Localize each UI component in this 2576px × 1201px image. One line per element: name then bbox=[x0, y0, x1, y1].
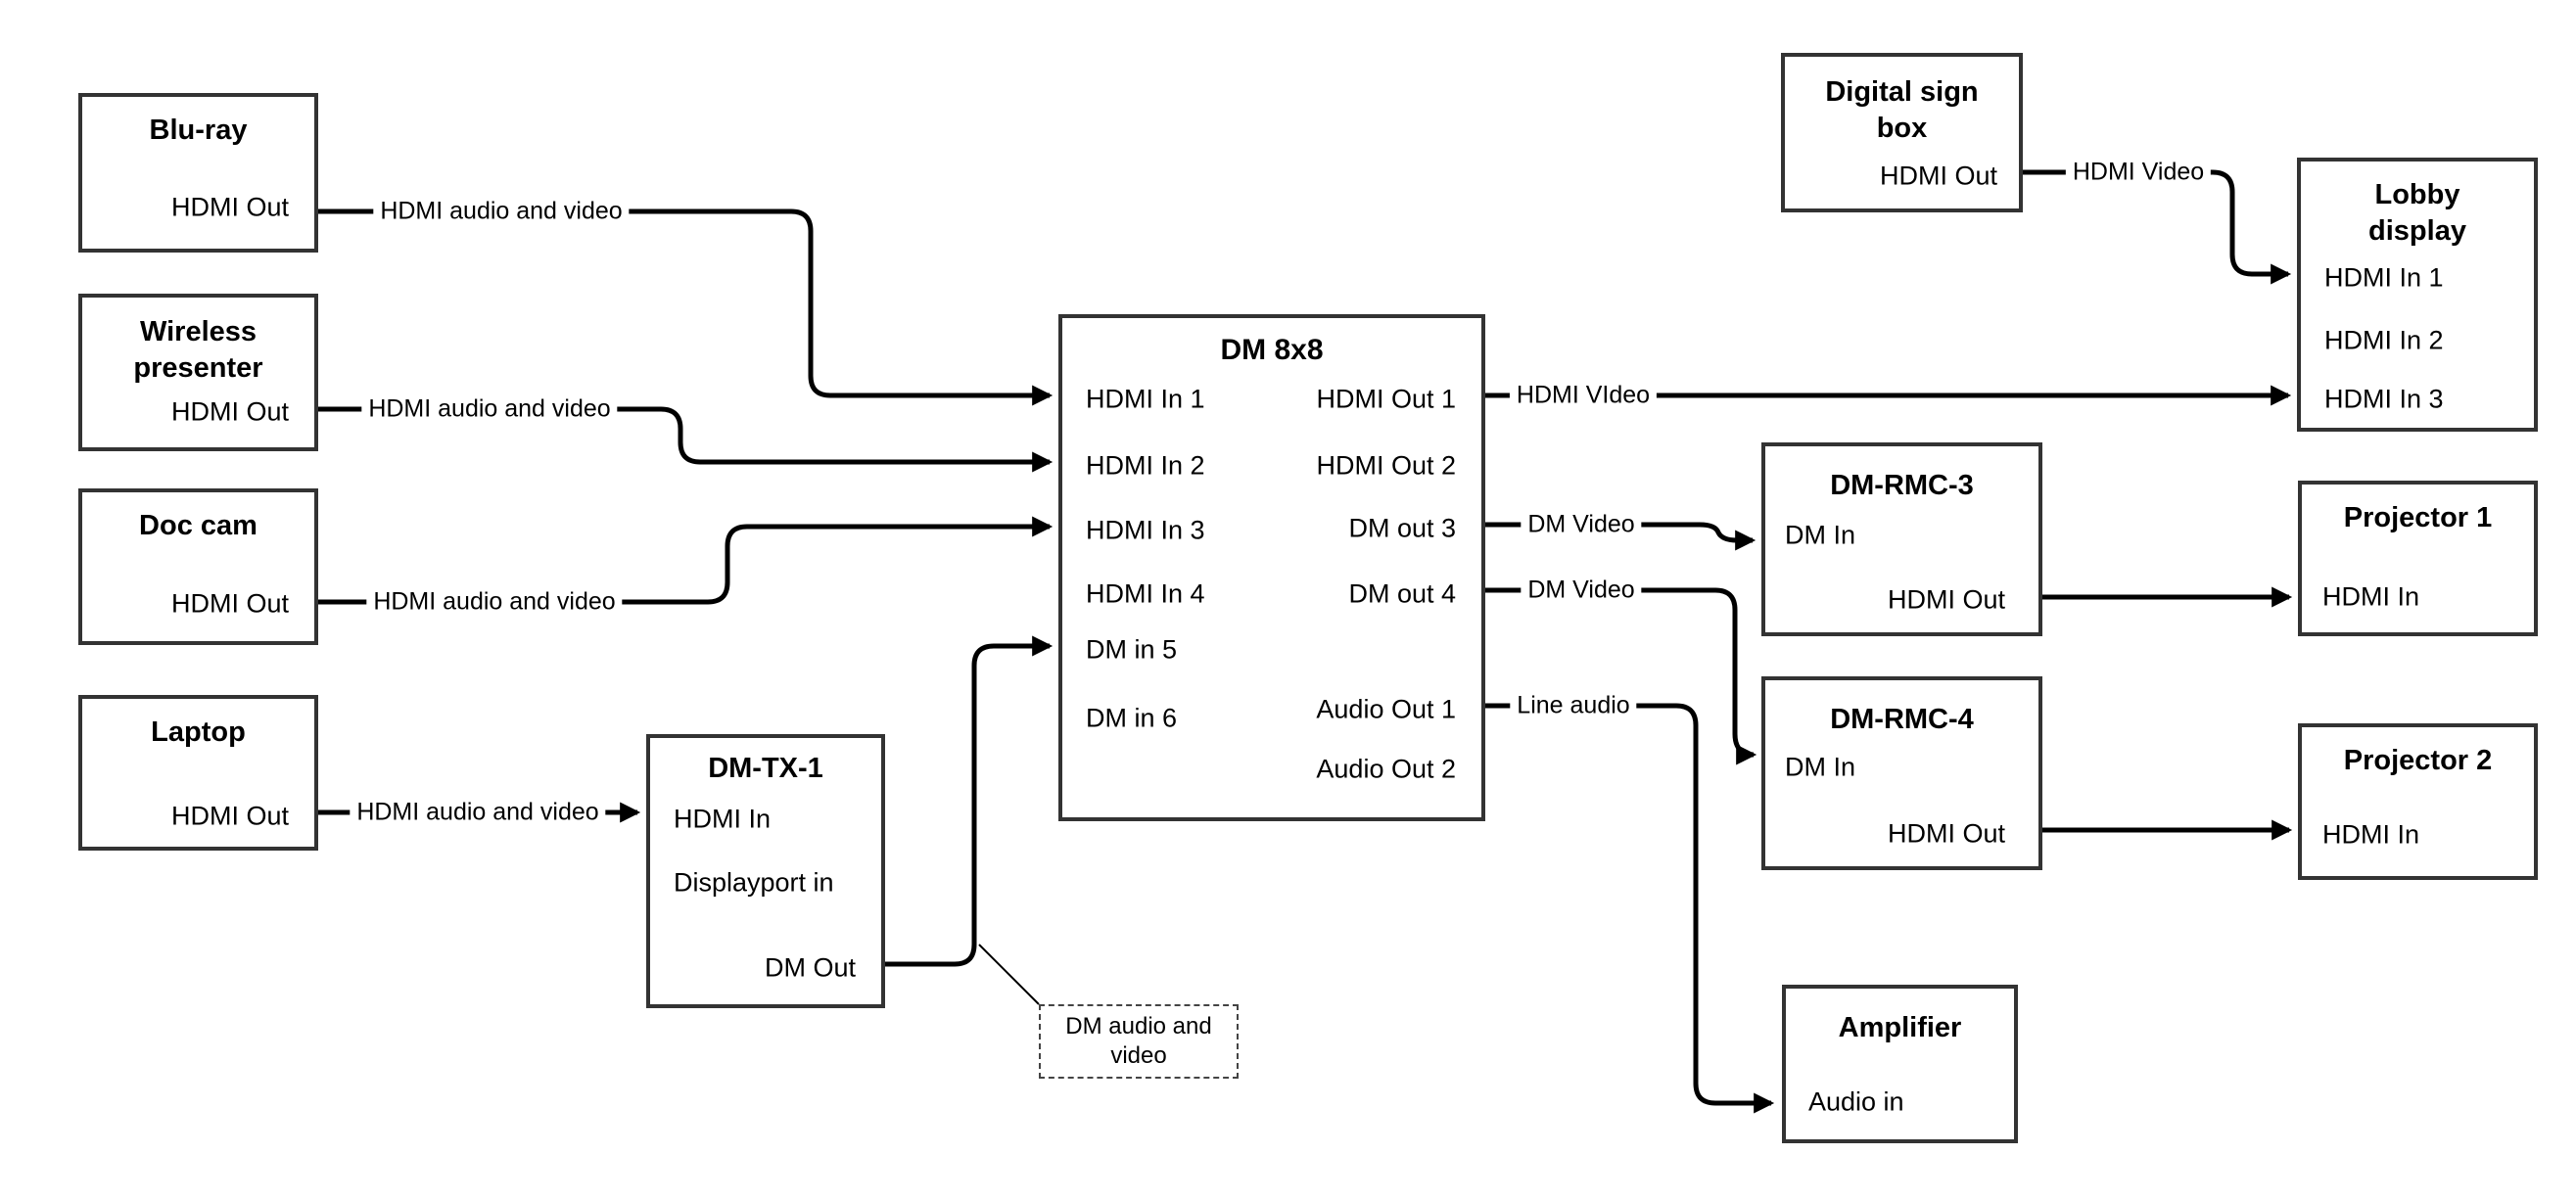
wire-wireless-to-dm8x8-in2 bbox=[318, 406, 1054, 473]
port-dm-out-3: DM out 3 bbox=[1348, 513, 1456, 543]
node-title: Projector 2 bbox=[2343, 745, 2493, 776]
callout-dm-audio-and-video: DM audio and video bbox=[1039, 1004, 1239, 1079]
wire-dm8x8-dmout3-to-rmc3-dmin bbox=[1485, 522, 1756, 551]
wire-dmtx1-dmout-to-dm8x8-in5 bbox=[885, 635, 1054, 967]
port-hdmi-in-1: HDMI In 1 bbox=[1086, 384, 1205, 414]
wire-digitalsign-to-lobby-in1 bbox=[2023, 169, 2292, 285]
port-hdmi-out: HDMI Out bbox=[1887, 584, 2005, 615]
node-lobby-display: Lobby display HDMI In 1 HDMI In 2 HDMI I… bbox=[2297, 158, 2538, 432]
port-hdmi-in: HDMI In bbox=[2322, 581, 2420, 612]
node-title: DM-RMC-4 bbox=[1830, 704, 1974, 735]
edge-label-dm-video-1: DM Video bbox=[1521, 510, 1642, 539]
node-title: Wireless presenter bbox=[133, 316, 263, 384]
wire-dm8x8-audioout1-to-amp bbox=[1485, 703, 1775, 1114]
port-hdmi-out-1: HDMI Out 1 bbox=[1316, 384, 1456, 414]
node-projector-1: Projector 1 HDMI In bbox=[2298, 481, 2538, 636]
port-displayport-in: Displayport in bbox=[674, 867, 834, 898]
wire-dm8x8-dmout4-to-rmc4-dmin bbox=[1485, 587, 1757, 765]
port-hdmi-in-3: HDMI In 3 bbox=[1086, 515, 1205, 545]
edge-label-hdmi-audio-video-4: HDMI audio and video bbox=[350, 798, 606, 827]
node-title: Lobby display bbox=[2368, 179, 2466, 247]
wire-doccam-to-dm8x8-in3 bbox=[318, 516, 1054, 605]
port-hdmi-out: HDMI Out bbox=[170, 588, 289, 619]
node-bluray: Blu-ray HDMI Out bbox=[78, 93, 318, 253]
callout-text: DM audio and video bbox=[1065, 1013, 1212, 1069]
node-laptop: Laptop HDMI Out bbox=[78, 695, 318, 851]
port-hdmi-in: HDMI In bbox=[674, 804, 772, 834]
port-hdmi-in-1: HDMI In 1 bbox=[2324, 262, 2444, 293]
node-title: DM-RMC-3 bbox=[1830, 470, 1974, 501]
port-hdmi-out: HDMI Out bbox=[1887, 818, 2005, 849]
port-hdmi-out: HDMI Out bbox=[1879, 161, 1997, 191]
node-title: Digital sign box bbox=[1825, 76, 1979, 144]
node-dm-tx-1: DM-TX-1 HDMI In Displayport in DM Out bbox=[646, 734, 885, 1008]
edge-label-hdmi-audio-video-1: HDMI audio and video bbox=[373, 197, 630, 226]
port-hdmi-out: HDMI Out bbox=[170, 192, 289, 222]
port-audio-out-2: Audio Out 2 bbox=[1316, 754, 1456, 784]
node-title: Projector 1 bbox=[2343, 502, 2493, 533]
node-dm-8x8: DM 8x8 HDMI In 1 HDMI In 2 HDMI In 3 HDM… bbox=[1058, 314, 1485, 821]
port-hdmi-in: HDMI In bbox=[2322, 819, 2420, 850]
port-audio-out-1: Audio Out 1 bbox=[1316, 694, 1456, 724]
edge-label-hdmi-video-sign: HDMI Video bbox=[2065, 158, 2212, 187]
node-digital-sign-box: Digital sign box HDMI Out bbox=[1781, 53, 2023, 212]
node-title: DM 8x8 bbox=[1220, 334, 1324, 366]
node-wireless-presenter: Wireless presenter HDMI Out bbox=[78, 294, 318, 451]
port-hdmi-out-2: HDMI Out 2 bbox=[1316, 450, 1456, 481]
port-hdmi-in-4: HDMI In 4 bbox=[1086, 578, 1205, 609]
port-dm-in-5: DM in 5 bbox=[1086, 634, 1178, 665]
node-title: DM-TX-1 bbox=[708, 753, 823, 784]
node-title: Amplifier bbox=[1838, 1012, 1962, 1043]
edge-label-line-audio: Line audio bbox=[1510, 691, 1637, 720]
edge-label-hdmi-audio-video-2: HDMI audio and video bbox=[361, 394, 618, 424]
port-hdmi-out: HDMI Out bbox=[170, 396, 289, 427]
node-title: Doc cam bbox=[139, 510, 258, 541]
node-title: Laptop bbox=[151, 716, 246, 748]
port-audio-in: Audio in bbox=[1808, 1086, 1904, 1117]
node-doc-cam: Doc cam HDMI Out bbox=[78, 488, 318, 645]
callout-leader-line bbox=[978, 944, 1040, 1005]
port-hdmi-in-2: HDMI In 2 bbox=[1086, 450, 1205, 481]
port-dm-in: DM In bbox=[1785, 520, 1856, 550]
edge-label-hdmi-audio-video-3: HDMI audio and video bbox=[366, 587, 623, 617]
port-hdmi-in-2: HDMI In 2 bbox=[2324, 325, 2444, 355]
node-projector-2: Projector 2 HDMI In bbox=[2298, 723, 2538, 880]
port-dm-in-6: DM in 6 bbox=[1086, 703, 1178, 733]
node-amplifier: Amplifier Audio in bbox=[1782, 985, 2018, 1143]
edge-label-dm-video-2: DM Video bbox=[1521, 576, 1642, 605]
port-dm-out: DM Out bbox=[764, 952, 856, 983]
port-hdmi-in-3: HDMI In 3 bbox=[2324, 384, 2444, 414]
port-dm-in: DM In bbox=[1785, 752, 1856, 782]
port-hdmi-out: HDMI Out bbox=[170, 801, 289, 831]
port-dm-out-4: DM out 4 bbox=[1348, 578, 1456, 609]
wire-bluray-to-dm8x8-in1 bbox=[318, 208, 1054, 406]
edge-label-hdmi-video-long: HDMI VIdeo bbox=[1509, 381, 1658, 410]
node-dm-rmc-4: DM-RMC-4 DM In HDMI Out bbox=[1761, 676, 2042, 870]
node-dm-rmc-3: DM-RMC-3 DM In HDMI Out bbox=[1761, 442, 2042, 636]
node-title: Blu-ray bbox=[149, 115, 248, 146]
